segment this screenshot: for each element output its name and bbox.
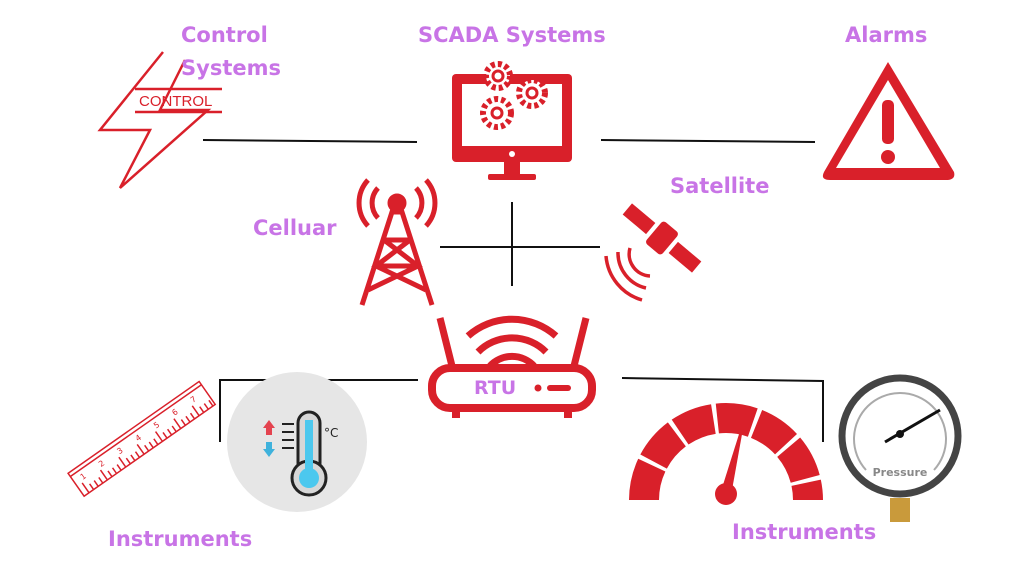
ruler-number: 6 <box>170 407 179 417</box>
ruler-tick <box>148 441 154 449</box>
gear-icon <box>516 77 548 109</box>
thermometer-icon: °C <box>227 372 367 512</box>
label-rtu: RTU <box>474 377 517 399</box>
label-instruments-left: Instruments <box>108 527 253 551</box>
connector-rtu-right <box>621 377 824 442</box>
ruler-tick <box>162 431 168 439</box>
label-control-systems: Control Systems <box>181 19 281 85</box>
ruler-tick <box>116 464 122 471</box>
ruler-number: 5 <box>152 420 161 430</box>
ruler-tick <box>199 406 205 413</box>
label-control-line2: Systems <box>181 56 281 80</box>
ruler-tick <box>189 412 196 420</box>
ruler-tick <box>166 428 173 436</box>
ruler-tick <box>134 451 141 458</box>
ruler-tick <box>180 419 186 426</box>
ruler-tick <box>203 403 209 410</box>
connectors <box>202 139 824 442</box>
label-satellite: Satellite <box>670 174 770 198</box>
connector-rtu-left <box>219 379 418 442</box>
ruler-tick <box>130 454 136 462</box>
pressure-gauge-icon: Pressure <box>838 374 962 522</box>
ruler-tick <box>111 467 118 474</box>
label-instruments-right: Instruments <box>732 520 877 544</box>
ruler-tick <box>98 476 104 484</box>
ruler-tick <box>144 444 150 452</box>
satellite-icon <box>604 201 704 302</box>
control-lightning-icon: CONTROL <box>97 51 222 189</box>
label-control-line1: Control <box>181 23 268 47</box>
control-icon-text: CONTROL <box>139 93 212 110</box>
label-alarms: Alarms <box>845 23 928 47</box>
ruler-number: 2 <box>97 459 106 469</box>
ruler-tick <box>191 405 200 417</box>
ruler-number: 4 <box>134 433 143 443</box>
label-cellular: Celluar <box>253 216 337 240</box>
warning-triangle-icon <box>822 62 955 180</box>
gear-icon <box>480 96 514 130</box>
monitor-gears-icon <box>452 61 572 180</box>
label-scada-systems: SCADA Systems <box>418 23 606 47</box>
ruler-tick <box>89 483 95 490</box>
ruler-tick <box>136 443 145 455</box>
ruler-tick <box>185 415 191 423</box>
cell-tower-icon <box>356 178 438 306</box>
pressure-label: Pressure <box>873 466 928 479</box>
celsius-unit: °C <box>324 426 338 440</box>
ruler-tick <box>154 431 164 442</box>
ruler-tick <box>93 480 99 487</box>
ruler-tick <box>118 456 127 468</box>
ruler-number: 7 <box>189 394 198 404</box>
gear-icon <box>483 61 513 91</box>
connector-scada-alarms <box>600 139 816 143</box>
ruler-tick <box>125 457 131 465</box>
ruler-tick <box>153 438 159 446</box>
ruler-number: 1 <box>79 471 88 481</box>
router-icon <box>428 315 596 418</box>
ruler-number: 3 <box>115 446 124 456</box>
speedometer-gauge-icon <box>629 403 823 505</box>
ruler-tick <box>99 469 109 481</box>
ruler-tick <box>173 418 182 429</box>
connector-control-scada <box>202 139 418 143</box>
ruler-tick <box>171 425 177 433</box>
ruler-tick <box>107 470 113 478</box>
ruler-tick <box>81 482 90 494</box>
ruler-tick <box>208 399 214 407</box>
